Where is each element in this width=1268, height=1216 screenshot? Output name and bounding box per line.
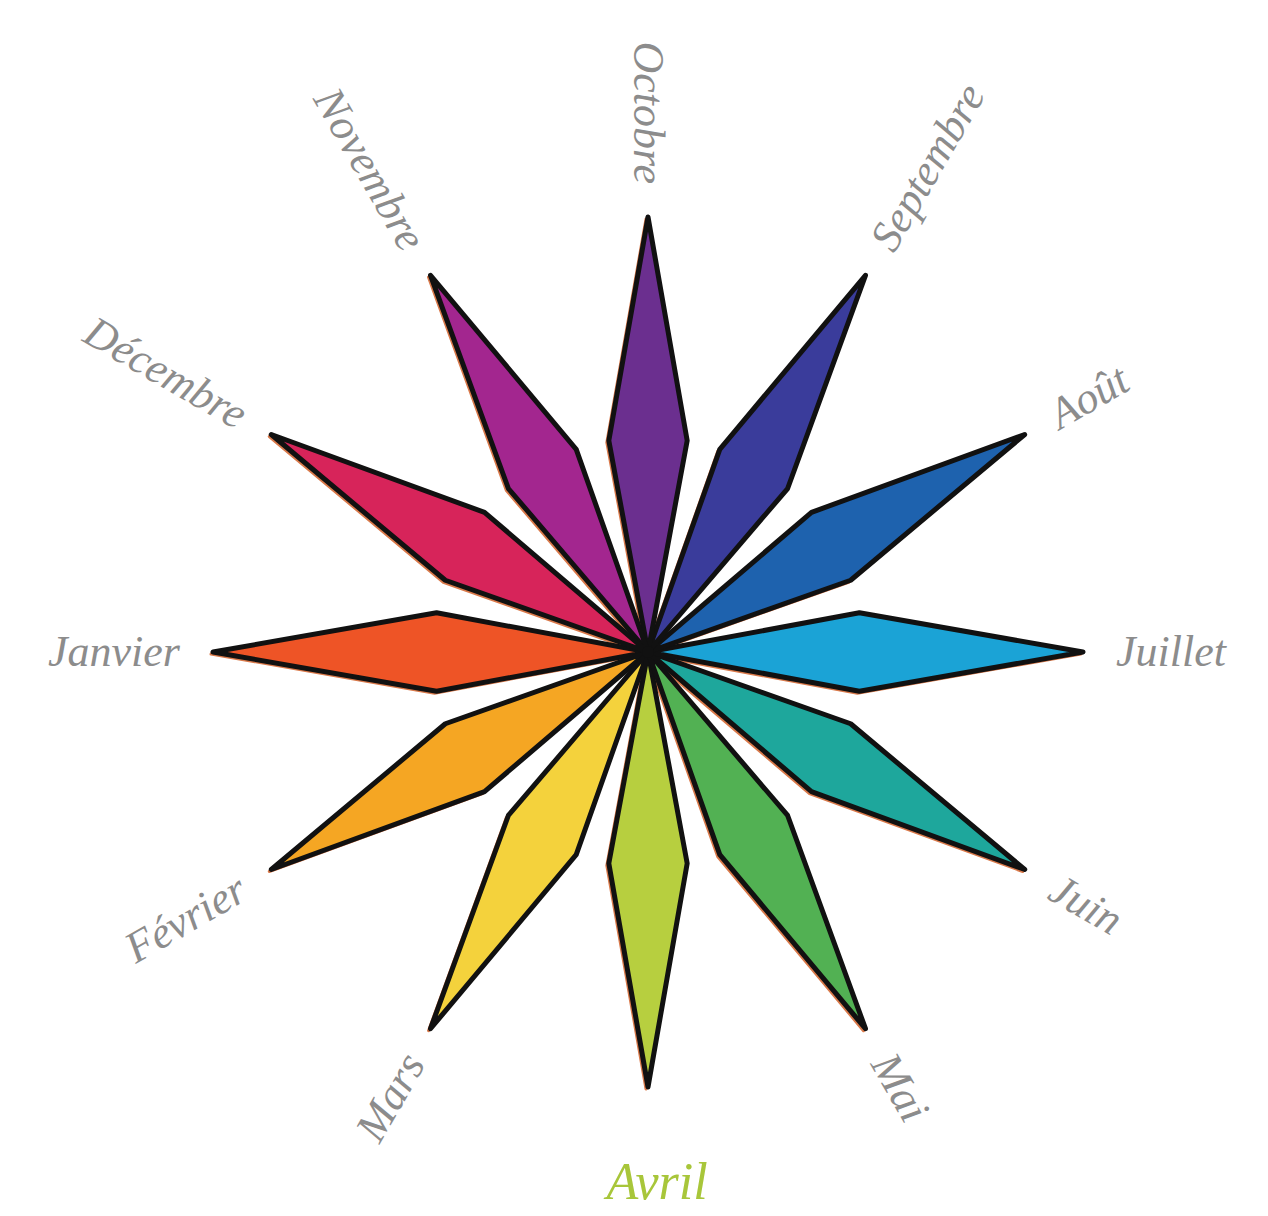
month-label: Février <box>117 867 253 971</box>
month-label: Mai <box>863 1046 937 1129</box>
month-label: Avril <box>607 1156 708 1208</box>
month-label: Octobre <box>626 41 670 184</box>
month-label: Juillet <box>1116 630 1226 674</box>
month-label: Septembre <box>863 76 993 257</box>
month-label: Janvier <box>48 630 180 674</box>
month-label: Mars <box>348 1046 433 1148</box>
month-label: Novembre <box>306 80 434 257</box>
star-petals <box>211 217 1083 1089</box>
month-label: Août <box>1042 357 1136 437</box>
star-center <box>642 646 654 658</box>
month-label: Juin <box>1042 867 1130 943</box>
month-label: Décembre <box>77 309 254 437</box>
star-petal <box>271 435 648 653</box>
